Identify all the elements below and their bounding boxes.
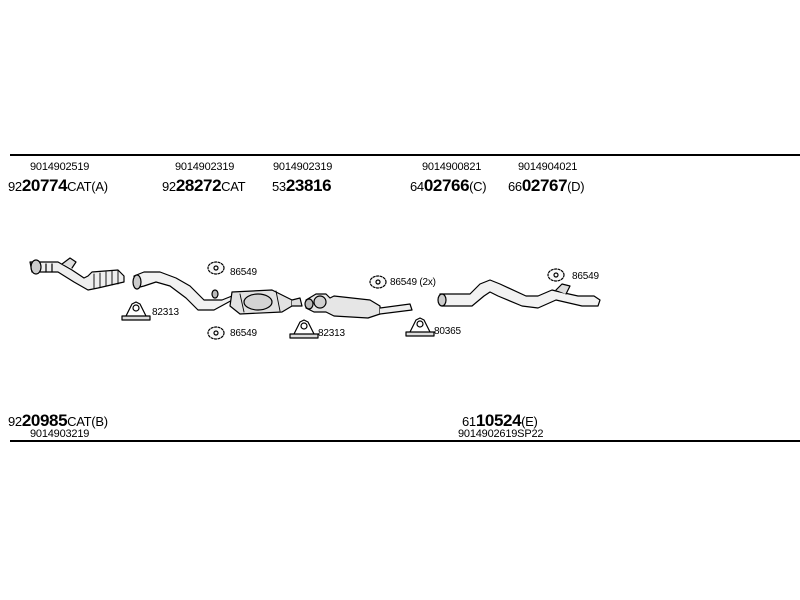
part-number: 6402766(C) [410,176,487,195]
hanger-icon [207,261,225,275]
part-ref: 9014903219 [30,428,90,440]
part-ref: 9014902519 [30,161,90,173]
part-number: 9228272CAT [162,176,246,195]
part-ref: 9014902319 [175,161,235,173]
part-number: 9220985CAT(B) [8,411,108,430]
callout-label: 86549 [230,267,257,278]
part-ref: 9014902319 [273,161,333,173]
clamp-icon [289,319,319,339]
front-pipe [29,257,125,291]
middle-silencer [304,293,413,319]
callout-label: 86549 (2x) [390,277,436,288]
callout-label: 82313 [152,307,179,318]
hanger-icon [369,275,387,289]
hanger-icon [547,268,565,282]
part-number: 9220774CAT(A) [8,176,108,195]
clamp-icon [121,301,151,321]
catalytic-converter-pipe [132,271,303,315]
callout-label: 80365 [434,326,461,337]
callout-label: 86549 [572,271,599,282]
clamp-icon [405,317,435,337]
hanger-icon [207,326,225,340]
bottom-rule [10,440,800,442]
part-number: 5323816 [272,176,332,195]
part-ref: 9014904021 [518,161,578,173]
part-number: 6602767(D) [508,176,585,195]
callout-label: 86549 [230,328,257,339]
part-ref: 9014900821 [422,161,482,173]
part-number: 6110524(E) [462,411,538,430]
part-ref: 9014902619SP22 [458,428,544,440]
callout-label: 82313 [318,328,345,339]
top-rule [10,154,800,156]
rear-pipe [437,279,601,309]
